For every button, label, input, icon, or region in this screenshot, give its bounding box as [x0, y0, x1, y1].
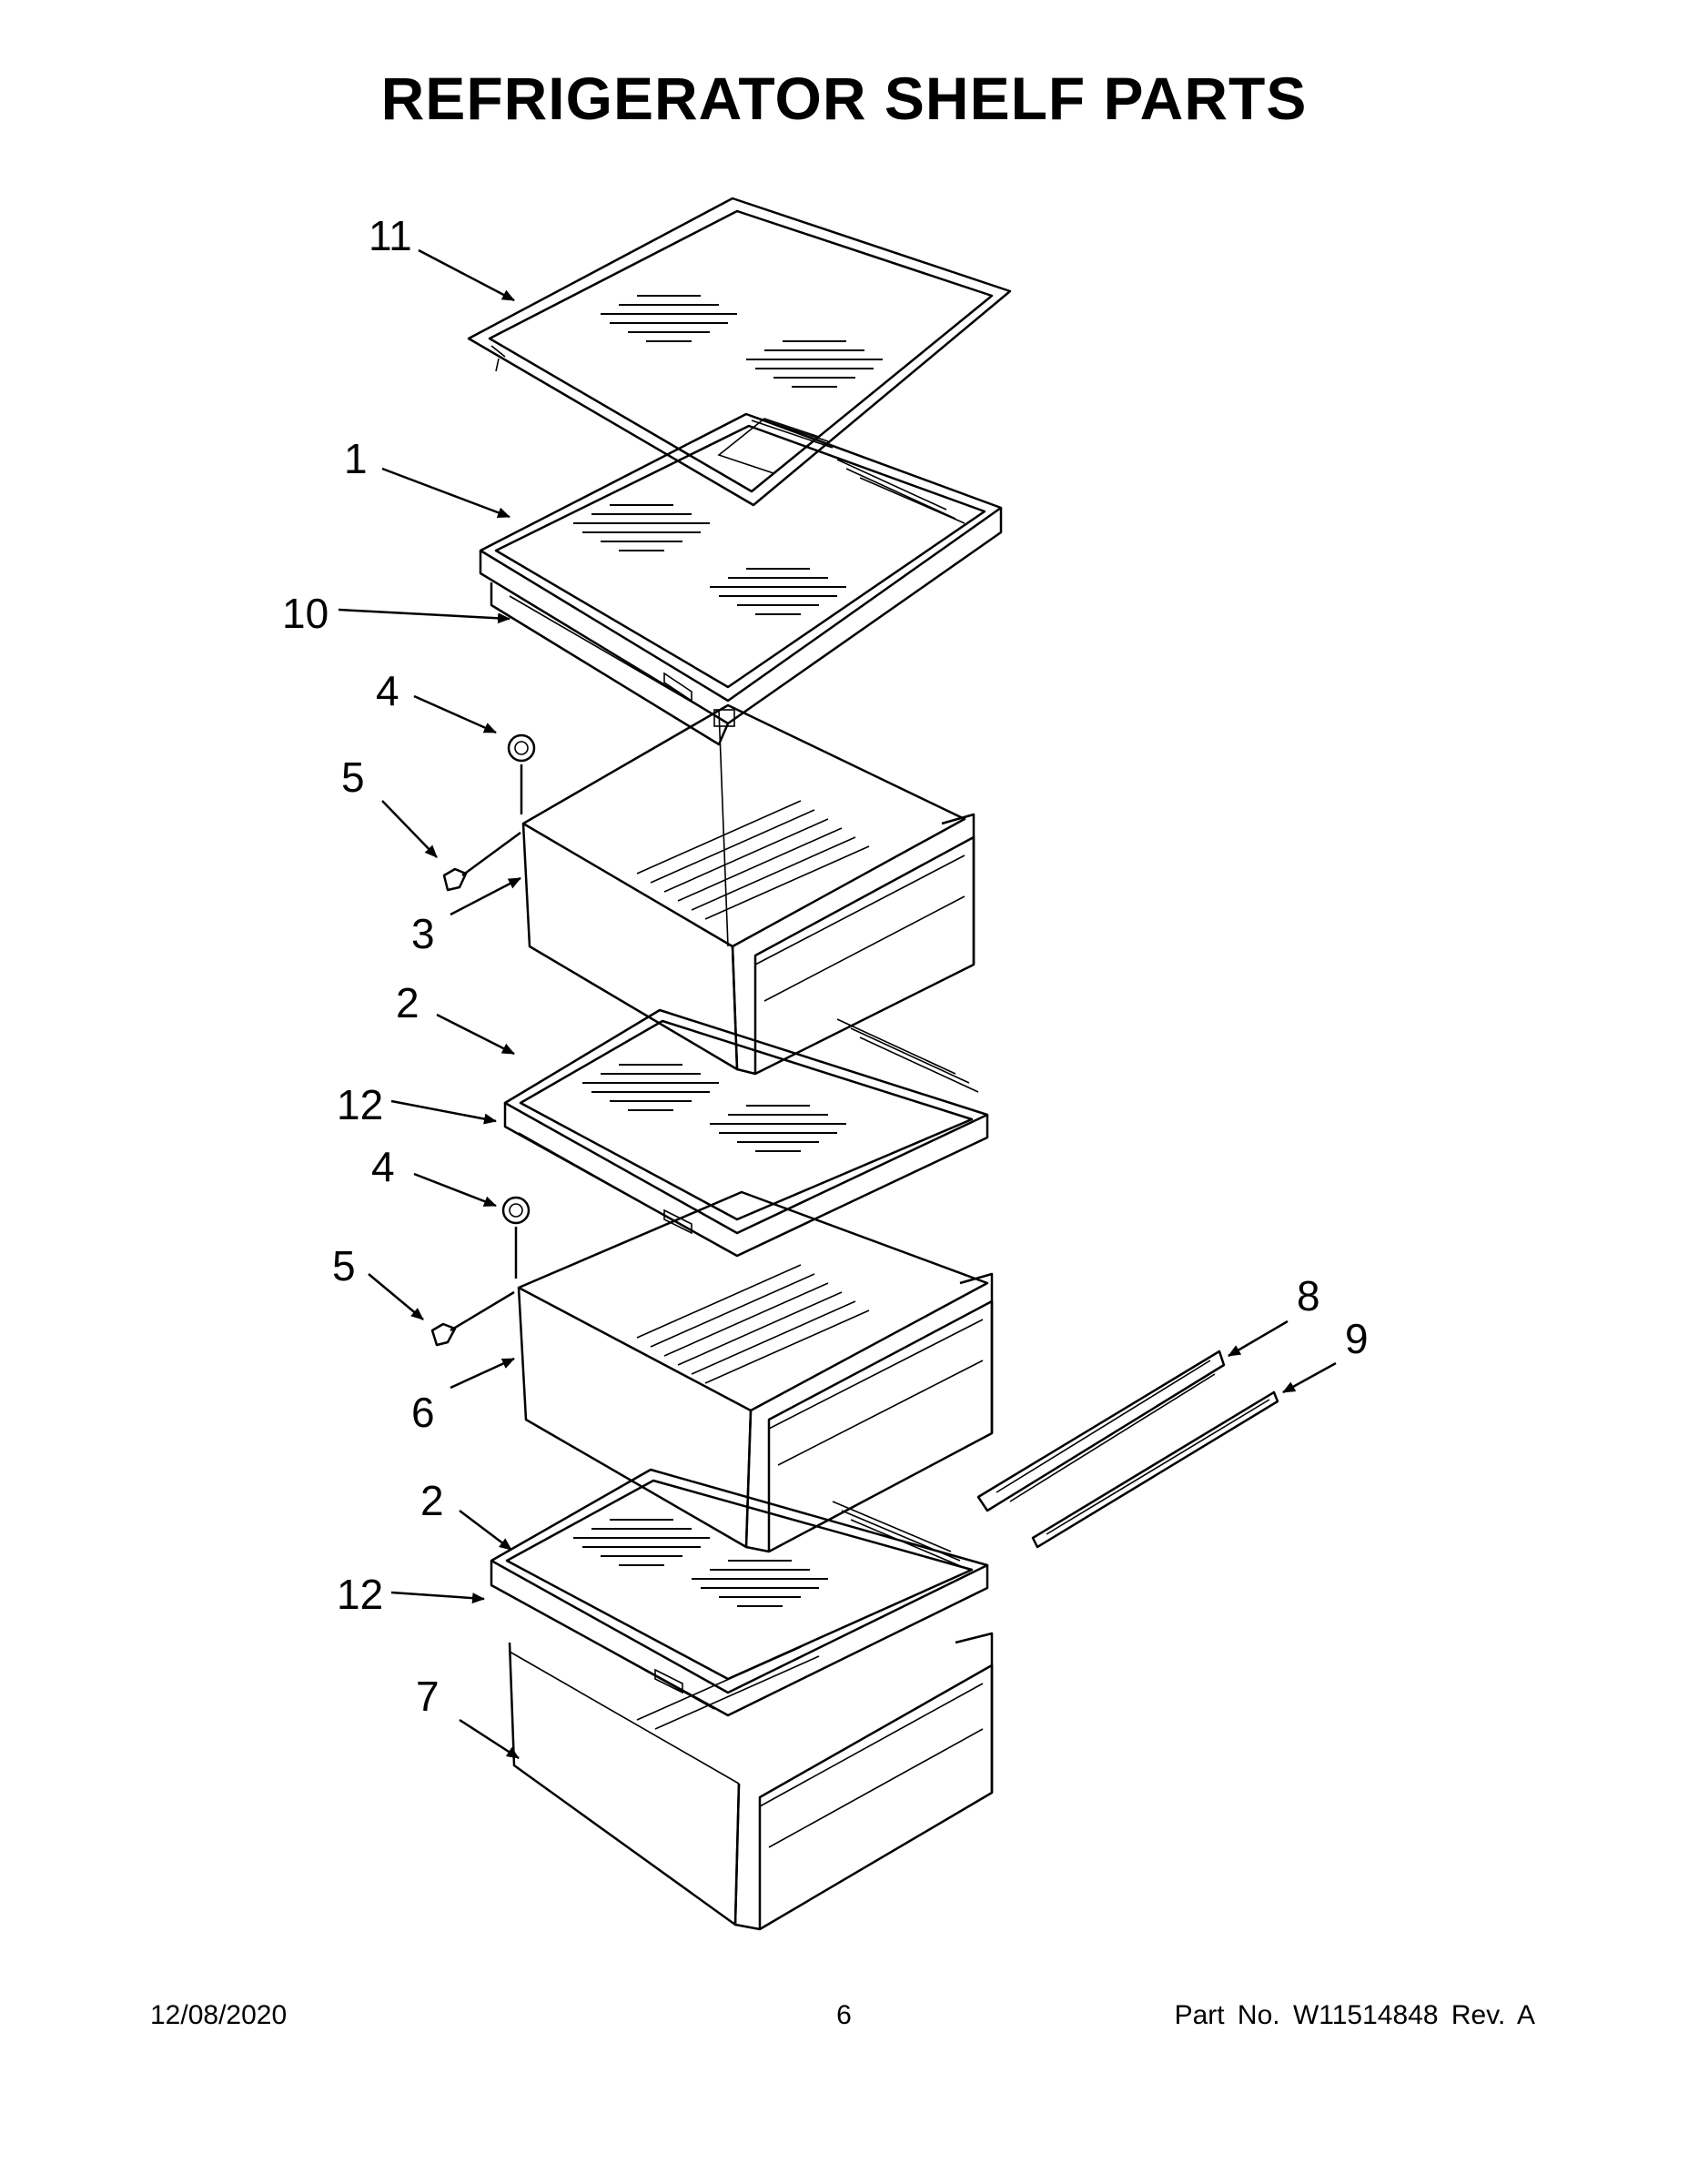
callout-2-lower: 2 — [420, 1477, 444, 1524]
part-2-glass-shelf-middle — [503, 1008, 989, 1258]
callout-6: 6 — [411, 1389, 435, 1436]
callout-3: 3 — [411, 910, 435, 957]
part-6-crisper-drawer — [517, 1190, 994, 1553]
part-8-slide-rail — [976, 1350, 1226, 1512]
footer-page-number: 6 — [836, 2000, 852, 2030]
part-1-glass-shelf — [479, 412, 1003, 746]
callout-8: 8 — [1297, 1272, 1320, 1320]
part-7-bottom-drawer — [508, 1632, 994, 1931]
footer-part-number: Part No. W11514848 Rev. A — [1174, 2000, 1535, 2030]
part-5-screw-upper — [442, 831, 521, 892]
part-2-glass-shelf-lower — [490, 1468, 989, 1717]
callout-5-lower: 5 — [332, 1242, 356, 1289]
callout-11: 11 — [369, 212, 412, 259]
leader-arrows — [338, 248, 1337, 1760]
part-9-slide-rail — [1031, 1390, 1279, 1549]
part-11-glass-shelf — [467, 197, 1012, 507]
callout-9: 9 — [1345, 1315, 1369, 1362]
callout-12-lower: 12 — [337, 1571, 383, 1618]
callout-4-upper: 4 — [376, 667, 399, 714]
callout-1: 1 — [344, 435, 368, 482]
callout-labels: 11 1 10 4 5 3 2 12 4 5 6 2 12 7 8 9 — [282, 212, 1369, 1720]
part-5-screw-lower — [430, 1290, 515, 1347]
callout-7: 7 — [416, 1673, 440, 1720]
callout-4-lower: 4 — [371, 1143, 395, 1190]
page-title: REFRIGERATOR SHELF PARTS — [380, 65, 1308, 132]
callout-12-middle: 12 — [337, 1081, 383, 1128]
callout-10: 10 — [282, 590, 329, 637]
part-4-roller-lower — [501, 1196, 531, 1279]
footer-date: 12/08/2020 — [150, 2000, 288, 2030]
callout-5-upper: 5 — [341, 753, 365, 801]
callout-2-middle: 2 — [396, 979, 419, 1026]
part-3-crisper-drawer — [521, 703, 975, 1076]
part-4-roller-upper — [507, 733, 536, 814]
